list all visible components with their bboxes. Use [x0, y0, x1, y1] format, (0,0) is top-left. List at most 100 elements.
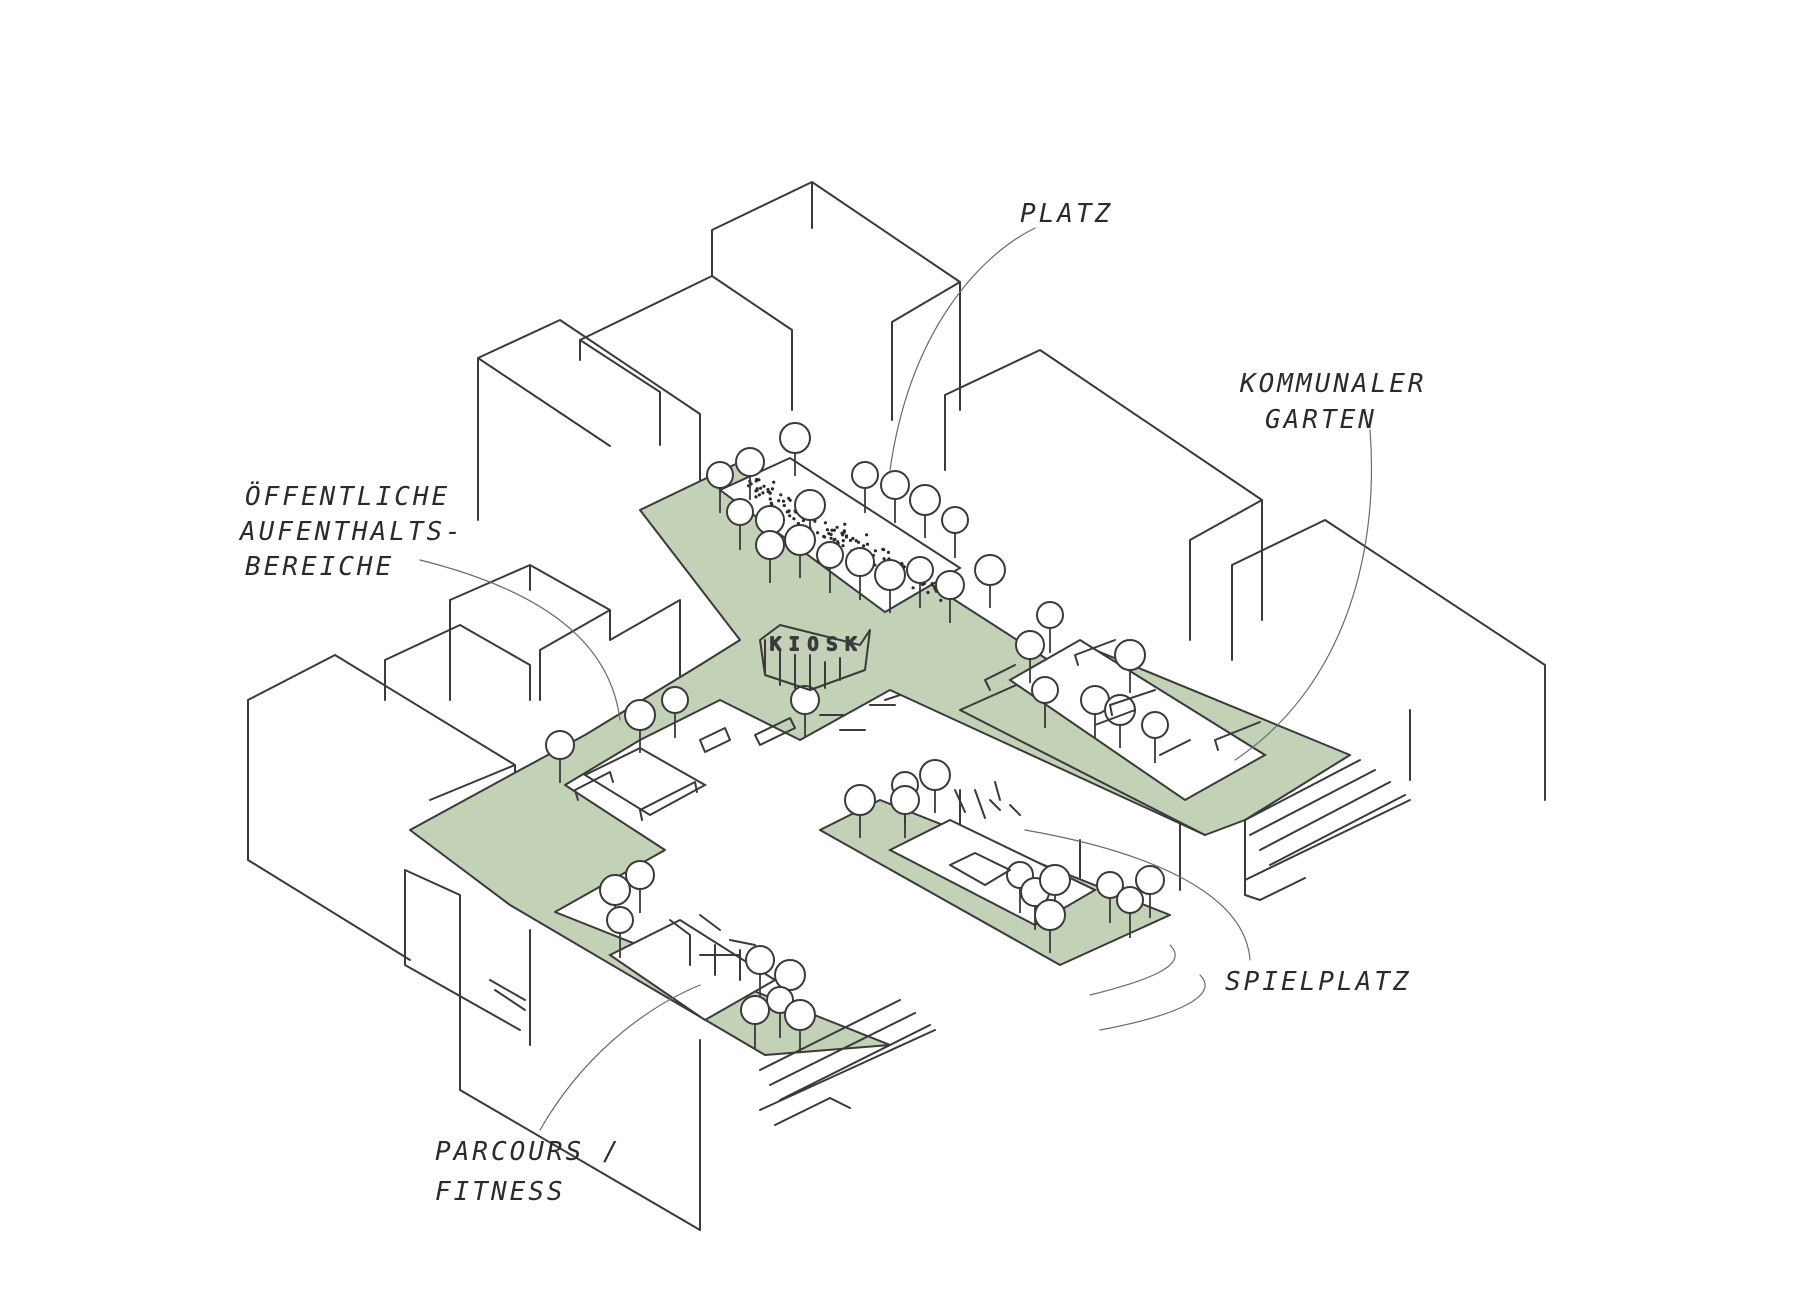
buildings: [247, 181, 1546, 1231]
tree-icon: [909, 484, 941, 538]
fitness-bars: [669, 914, 756, 981]
tree-icon: [790, 685, 820, 738]
tree-icon: [745, 945, 775, 998]
gravel-dot: [835, 525, 839, 529]
kiosk: KIOSK: [759, 624, 871, 691]
gravel-dot: [825, 528, 830, 532]
gravel-dot: [823, 521, 828, 525]
tree-icon: [735, 447, 765, 500]
labels: PLATZ KOMMUNALER GARTEN ÖFFENTLICHE AUFE…: [238, 199, 1427, 1207]
leader-spielplatz: [1024, 829, 1251, 961]
label-kommunaler-line2: GARTEN: [1265, 405, 1377, 435]
label-spielplatz: SPIELPLATZ: [1225, 967, 1412, 997]
gravel-dot: [754, 479, 758, 483]
gravel-dot: [769, 501, 773, 505]
gravel-dot: [772, 480, 776, 484]
gravel-dot: [911, 586, 915, 590]
leader-parcours: [539, 984, 701, 1131]
tree-icon: [816, 541, 844, 593]
gravel-dot: [926, 590, 930, 595]
gravel-dot: [754, 495, 758, 499]
tree-icon: [1034, 899, 1066, 953]
stairs-left-side: [489, 979, 526, 1011]
gravel-dot: [777, 499, 781, 503]
tree-icon: [844, 784, 876, 838]
tree-icon: [606, 906, 634, 958]
gravel-dot: [761, 491, 765, 495]
gravel-dot: [787, 496, 791, 500]
gravel-dot: [782, 503, 786, 508]
gravel-dot: [886, 550, 891, 555]
kiosk-label: KIOSK: [770, 634, 864, 655]
gravel-dot: [757, 493, 762, 497]
gravel-dot: [787, 509, 791, 513]
gravel-dot: [862, 544, 866, 548]
tree-icon: [974, 554, 1006, 608]
gravel-dot: [836, 540, 840, 544]
gravel-dot: [832, 538, 836, 542]
table: [819, 694, 901, 731]
bench: [574, 771, 614, 801]
building-far-right: [1231, 519, 1546, 801]
stairs-left: [759, 999, 936, 1126]
gravel-dot: [851, 536, 855, 541]
gravel-dot: [816, 531, 820, 535]
gravel-dot: [770, 487, 775, 491]
bench: [984, 664, 1016, 691]
leader-kommunaler-garten: [1234, 429, 1373, 761]
tree-icon: [1135, 865, 1165, 918]
stairs-right: [1244, 759, 1411, 901]
tree-icon: [794, 489, 826, 543]
building-right-back: [944, 349, 1263, 641]
gravel-dot: [830, 528, 834, 532]
gravel-dot: [865, 542, 870, 546]
central-plaza-surface: [582, 746, 708, 817]
tree-icon: [726, 498, 754, 550]
building-left-large: [477, 319, 701, 521]
gravel-dot: [832, 528, 837, 532]
gravel-dot: [854, 539, 858, 543]
tree-icon: [1031, 676, 1059, 728]
building-mid-left-stepped: [449, 564, 681, 721]
gravel-dot: [766, 487, 770, 492]
leader-lines: [419, 227, 1373, 1131]
tree-icon: [1096, 871, 1124, 923]
building-back-tall: [711, 181, 961, 421]
tree-icon: [941, 506, 969, 558]
tree-icon: [784, 524, 816, 578]
ground-scribble: [1089, 944, 1206, 1031]
stairs: [489, 759, 1411, 1126]
gravel-dot: [939, 598, 943, 603]
tree-icon: [874, 559, 906, 613]
gravel-dot: [865, 533, 869, 537]
tree-icon: [1015, 630, 1045, 683]
gravel-dot: [827, 531, 831, 536]
label-parcours-line1: PARCOURS /: [435, 1137, 622, 1167]
tree-icon: [880, 470, 910, 523]
play-equipment: [954, 781, 1021, 819]
gravel-dot: [848, 538, 853, 543]
gravel-dot: [762, 484, 766, 488]
tree-icon: [1141, 711, 1169, 763]
gravel-dot: [781, 499, 786, 503]
gravel-dot: [768, 491, 772, 495]
gravel-dot: [823, 535, 827, 539]
tree-icon: [784, 999, 816, 1053]
gravel-dot: [930, 582, 934, 586]
bench: [639, 781, 698, 821]
garden-surface: [1008, 638, 1267, 802]
building-back-left: [579, 275, 793, 446]
label-kommunaler-line1: KOMMUNALER: [1239, 369, 1427, 399]
bench: [699, 727, 731, 753]
tree-icon: [1114, 639, 1146, 693]
label-oeffentliche-line1: ÖFFENTLICHE: [245, 480, 450, 512]
bench: [754, 717, 796, 746]
bench: [1109, 689, 1156, 716]
bench: [1214, 721, 1261, 751]
label-oeffentliche-line2: AUFENTHALTS-: [238, 517, 464, 547]
gravel-dot: [845, 534, 849, 538]
gravel-dot: [759, 486, 763, 490]
furniture: [574, 639, 1261, 981]
tree-icon: [906, 556, 934, 608]
